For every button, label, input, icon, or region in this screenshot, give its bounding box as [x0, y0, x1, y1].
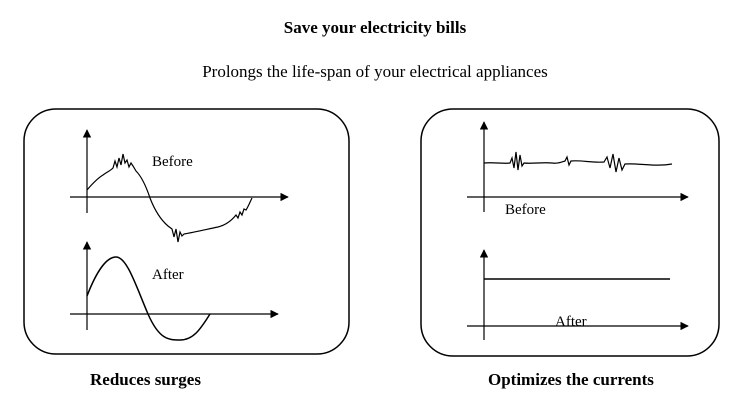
surge-after-label: After [152, 267, 184, 283]
current-panel-caption: Optimizes the currents [488, 370, 654, 389]
current-before-waveform [483, 151, 673, 173]
current-before-label: Before [505, 202, 546, 218]
current-panel: Before After [420, 108, 720, 357]
current-panel-frame [420, 108, 720, 357]
page-title: Save your electricity bills [283, 18, 467, 37]
surge-before-label: Before [152, 154, 193, 170]
surge-panel-frame [23, 108, 350, 355]
surge-after-waveform [86, 256, 211, 341]
page-subtitle: Prolongs the life-span of your electrica… [202, 62, 548, 81]
surge-panel: Before After [23, 108, 350, 355]
surge-before-waveform [86, 153, 253, 243]
current-after-label: After [555, 314, 587, 330]
surge-panel-caption: Reduces surges [90, 370, 201, 389]
